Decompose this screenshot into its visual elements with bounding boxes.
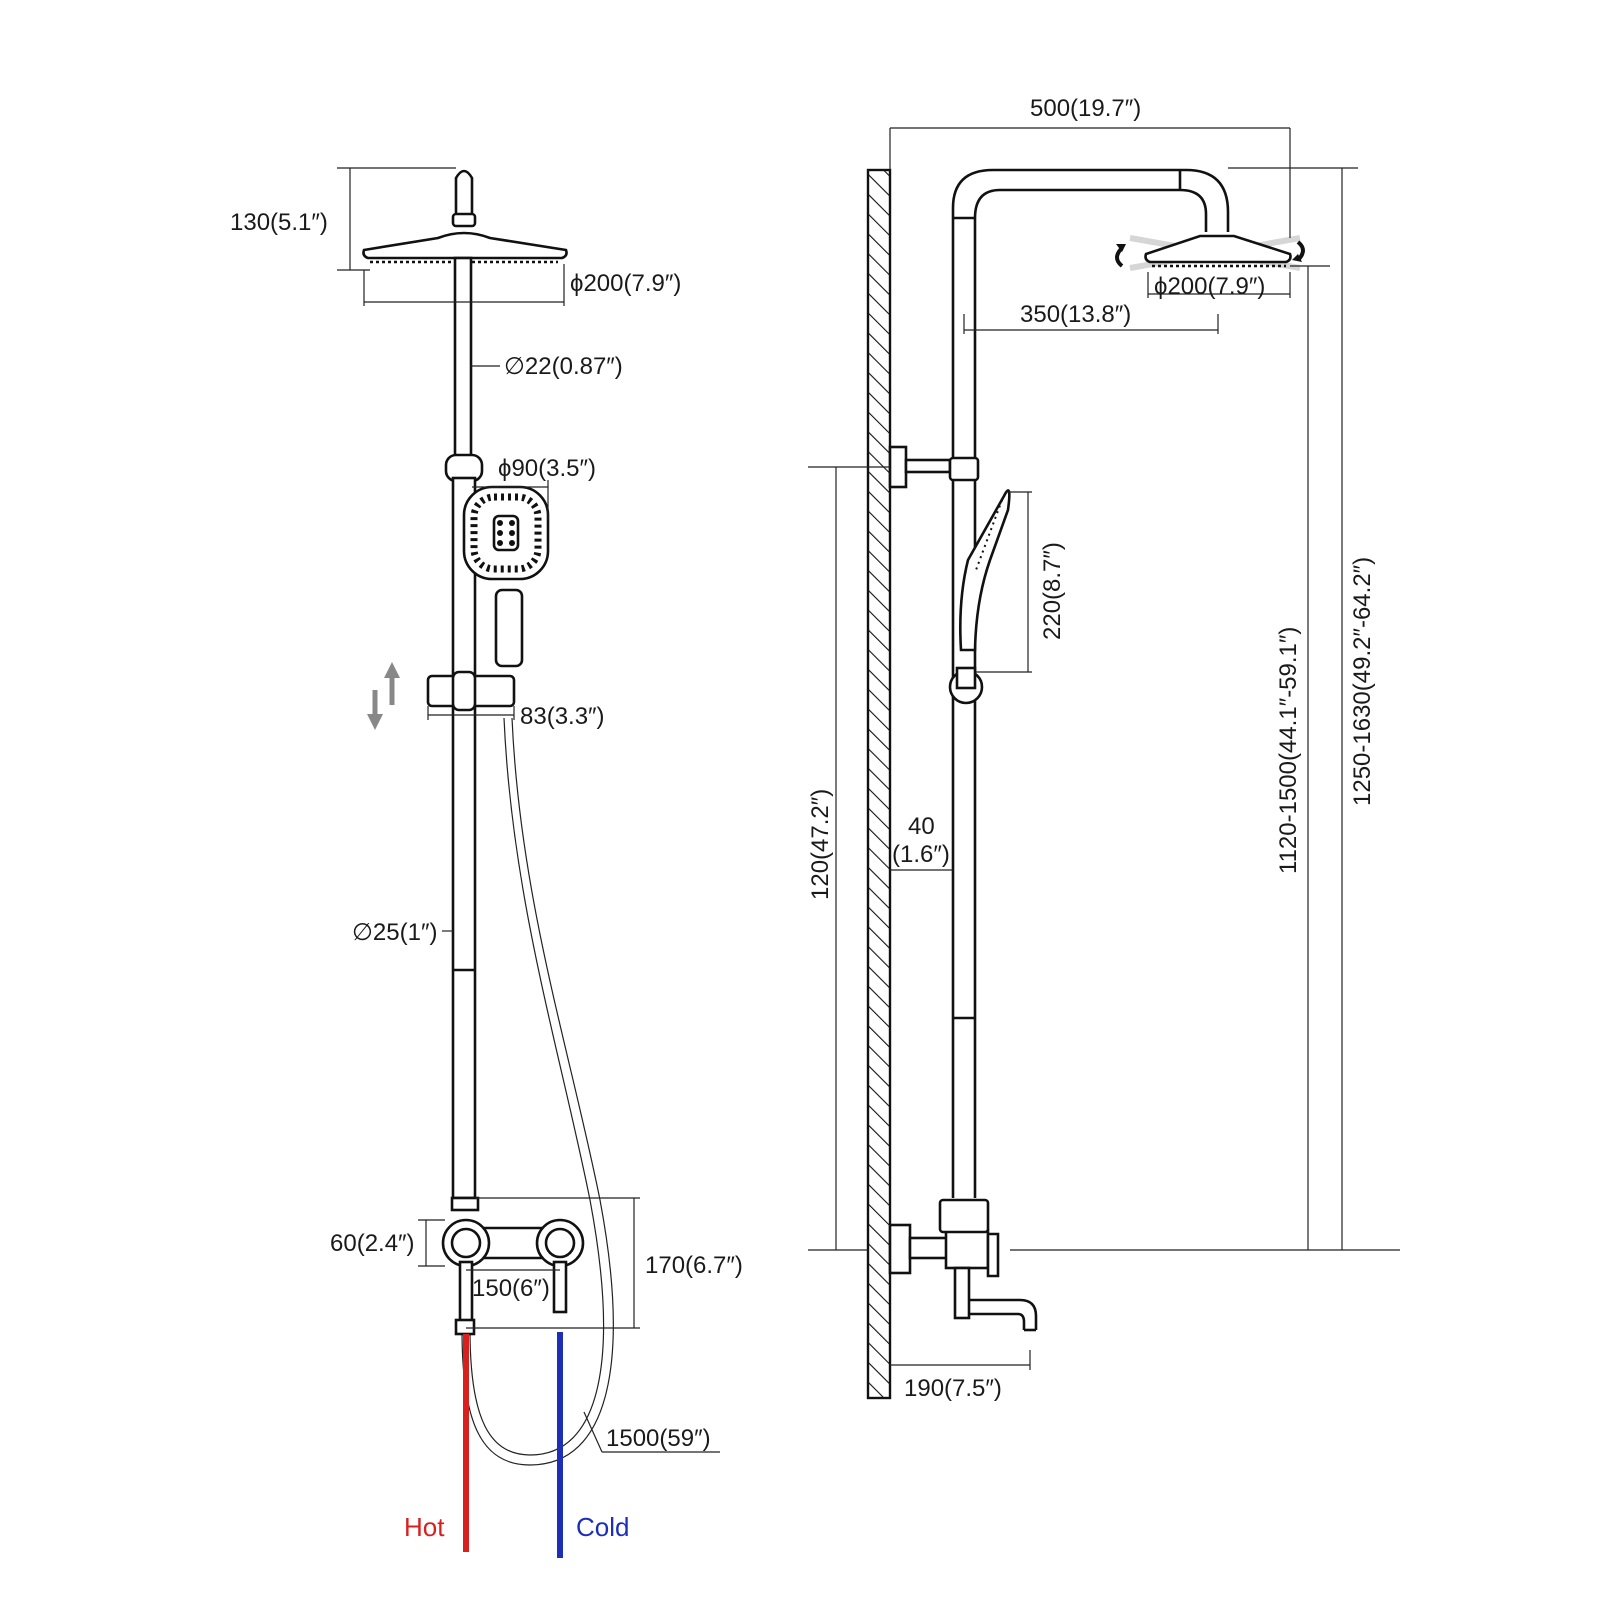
lower-pipe-front (451, 476, 477, 1200)
dim-total-range: 1250-1630(49.2″-64.2″) (1349, 557, 1376, 806)
dim-spout: 190(7.5″) (904, 1375, 1002, 1402)
rain-shower-head-side (1115, 234, 1305, 271)
label-hot: Hot (404, 1512, 445, 1542)
dim-handheld-length: 220(8.7″) (1039, 542, 1066, 640)
shower-hose (461, 717, 614, 1466)
dim-lower-pipe: ∅25(1″) (352, 919, 437, 946)
riser-and-arm (951, 168, 1230, 1198)
dim-wall-gap-mm: 40 (908, 813, 935, 840)
dim-head-diameter-side: ϕ200(7.9″) (1154, 273, 1265, 300)
front-view: 130(5.1″) ϕ200(7.9″) ∅22(0.87″) ϕ90(3.5″… (230, 167, 743, 1558)
dim-handheld-diameter: ϕ90(3.5″) (498, 455, 596, 482)
handheld-shower-front (462, 485, 550, 668)
up-down-arrows-icon (367, 662, 400, 730)
rain-shower-head-front (362, 169, 568, 264)
dim-head-range: 1120-1500(44.1″-59.1″) (1275, 627, 1302, 874)
dim-valve-total: 170(6.7″) (645, 1252, 743, 1279)
side-view: 500(19.7″) ϕ200(7.9″) 350(13.8″) 220(8.7… (807, 95, 1400, 1402)
dim-head-diameter-front: ϕ200(7.9″) (570, 270, 681, 297)
wall (866, 168, 892, 1400)
dim-head-height: 130(5.1″) (230, 209, 328, 236)
mixing-valve-front (441, 1196, 585, 1336)
dim-bracket-height: 120(47.2″) (807, 789, 834, 900)
mixer-valve-side (888, 1198, 1038, 1332)
dim-upper-pipe: ∅22(0.87″) (504, 353, 623, 380)
upper-pipe-front (453, 256, 473, 470)
label-cold: Cold (576, 1512, 629, 1542)
dim-valve-height: 60(2.4″) (330, 1230, 415, 1257)
dim-hose: 1500(59″) (606, 1425, 711, 1452)
dim-wall-gap-in: (1.6″) (892, 841, 950, 868)
wall-bracket-upper (888, 445, 980, 489)
dim-valve-spacing: 150(6″) (472, 1275, 550, 1302)
front-dimension-lines (337, 167, 720, 1453)
dim-slider: 83(3.3″) (520, 703, 605, 730)
dim-arm-width: 500(19.7″) (1030, 95, 1141, 122)
handheld-shower-side (948, 489, 1011, 705)
dim-arm-reach: 350(13.8″) (1020, 301, 1131, 328)
side-dimension-lines (808, 127, 1400, 1370)
